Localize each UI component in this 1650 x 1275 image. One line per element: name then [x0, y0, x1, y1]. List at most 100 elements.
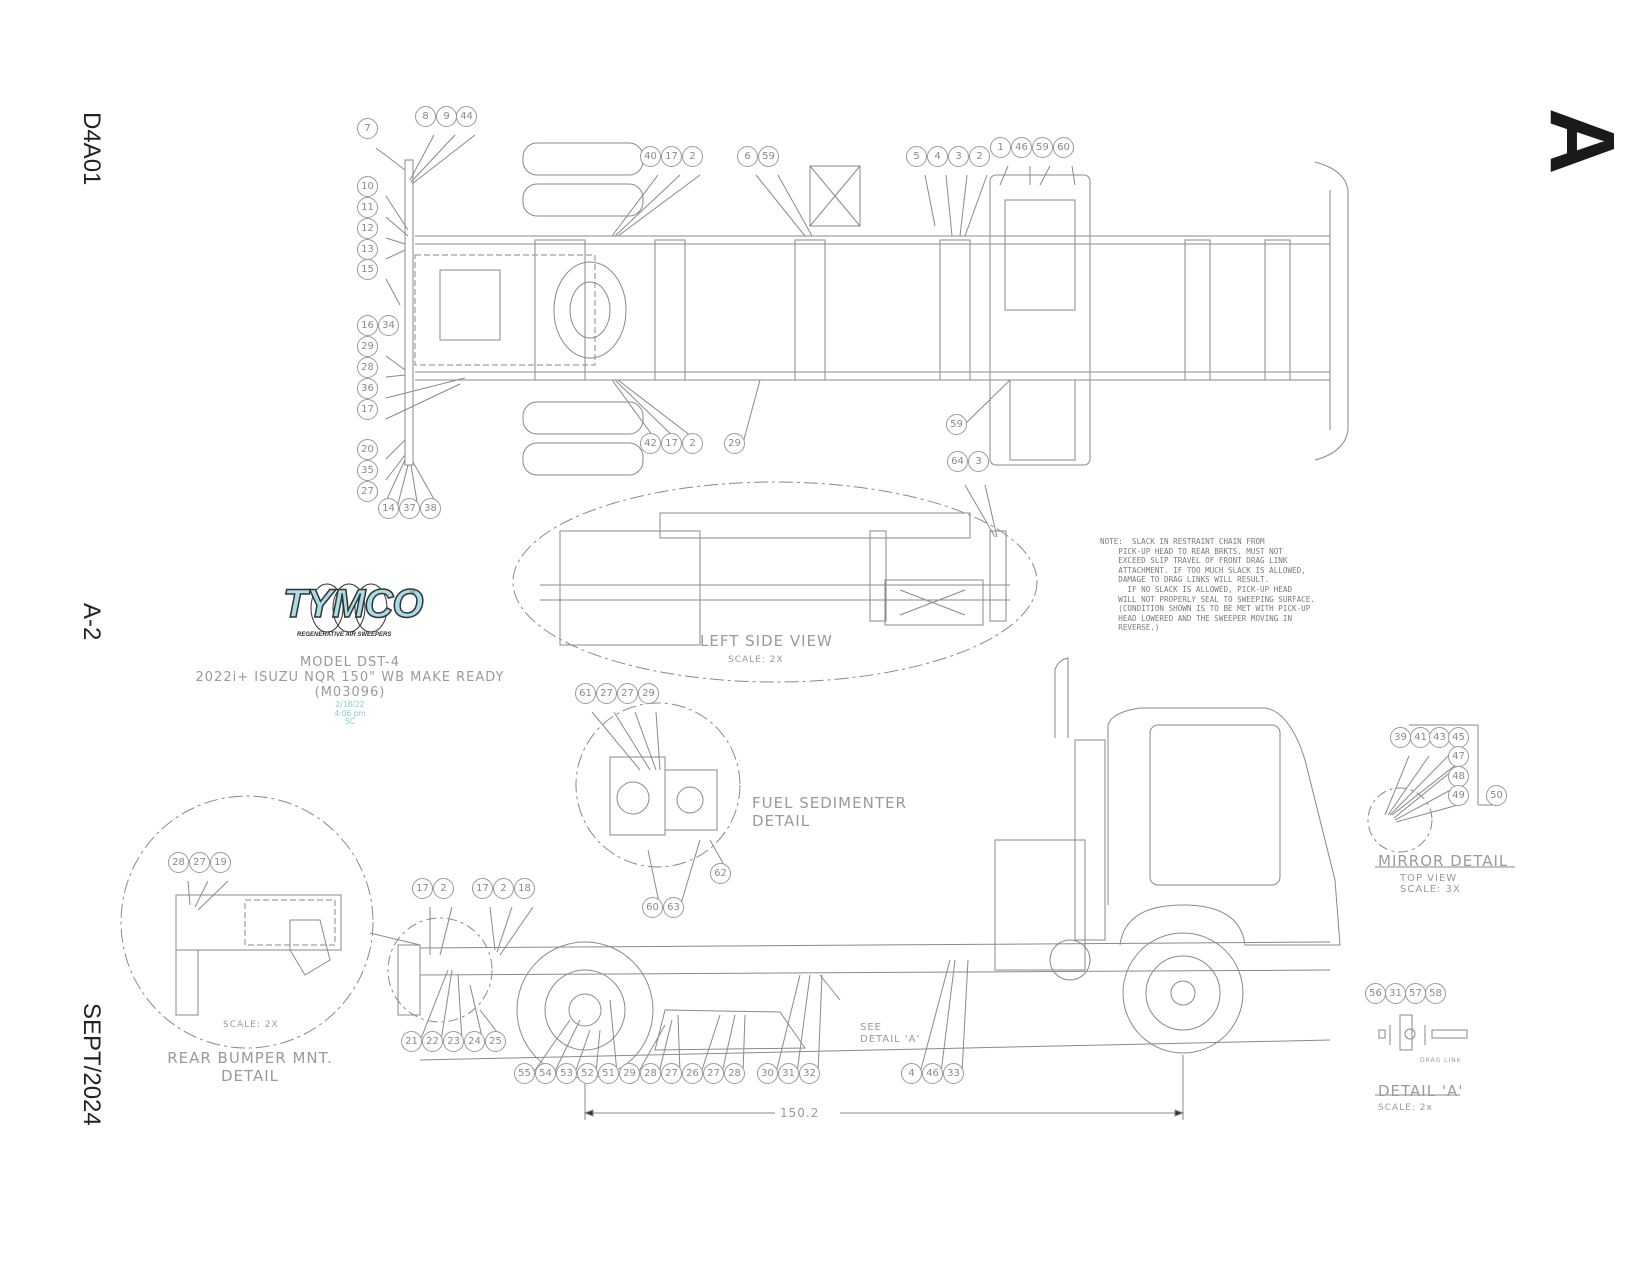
callout-balloon: 2	[682, 433, 703, 454]
callout-balloon: 40	[640, 146, 661, 167]
callout-balloon: 1	[990, 137, 1011, 158]
callout-balloon: 63	[663, 897, 684, 918]
callout-balloon: 50	[1486, 785, 1507, 806]
mirror-detail-title: MIRROR DETAIL	[1378, 852, 1509, 870]
callout-balloon: 31	[778, 1063, 799, 1084]
callout-balloon: 2	[969, 146, 990, 167]
fuel-title-line2: DETAIL	[752, 812, 811, 830]
callout-balloon: 3	[948, 146, 969, 167]
callout-balloon: 42	[640, 433, 661, 454]
callout-balloon: 49	[1448, 785, 1469, 806]
callout-balloon: 36	[357, 378, 378, 399]
callout-balloon: 13	[357, 239, 378, 260]
detail-a-ref: DETAIL 'A'	[860, 1034, 921, 1045]
callout-balloon: 30	[757, 1063, 778, 1084]
callout-balloon: 27	[661, 1063, 682, 1084]
callout-balloon: 2	[433, 878, 454, 899]
callout-balloon: 28	[724, 1063, 745, 1084]
callout-balloon: 60	[642, 897, 663, 918]
callout-balloon: 17	[412, 878, 433, 899]
callout-balloon: 17	[357, 399, 378, 420]
model-block: MODEL DST-4 2022i+ ISUZU NQR 150" WB MAK…	[190, 655, 510, 700]
callout-balloon: 62	[710, 863, 731, 884]
callout-balloon: 64	[947, 451, 968, 472]
rear-tire-top-left	[522, 142, 644, 176]
callout-balloon: 54	[535, 1063, 556, 1084]
callout-balloon: 18	[514, 878, 535, 899]
callout-balloon: 52	[577, 1063, 598, 1084]
callout-balloon: 43	[1429, 727, 1450, 748]
callout-balloon: 17	[661, 146, 682, 167]
callout-balloon: 31	[1385, 983, 1406, 1004]
callout-balloon: 17	[472, 878, 493, 899]
callout-balloon: 39	[1390, 727, 1411, 748]
tymco-logo: TYMCO ® REGENERATIVE AIR SWEEPERS	[275, 578, 424, 646]
callout-balloon: 28	[168, 852, 189, 873]
callout-balloon: 3	[968, 451, 989, 472]
fuel-title-line1: FUEL SEDIMENTER	[752, 794, 907, 812]
detail-a-scale: SCALE: 2x	[1378, 1103, 1433, 1113]
callout-balloon: 44	[456, 106, 477, 127]
callout-balloon: 20	[357, 439, 378, 460]
callout-balloon: 10	[357, 176, 378, 197]
stamp-time: 4:06 pm	[334, 708, 366, 718]
callout-balloon: 16	[357, 315, 378, 336]
callout-balloon: 2	[682, 146, 703, 167]
rear-bumper-title-line2: DETAIL	[220, 1067, 280, 1085]
callout-balloon: 33	[943, 1063, 964, 1084]
callout-balloon: 5	[906, 146, 927, 167]
logo-wordmark: TYMCO	[282, 581, 424, 627]
callout-balloon: 41	[1410, 727, 1431, 748]
model-description: 2022i+ ISUZU NQR 150" WB MAKE READY	[195, 670, 505, 685]
left-side-view-scale: SCALE: 2X	[728, 655, 784, 665]
callout-balloon: 59	[758, 146, 779, 167]
callout-balloon: 24	[464, 1031, 485, 1052]
callout-balloon: 59	[1032, 137, 1053, 158]
restraint-chain-note: NOTE: SLACK IN RESTRAINT CHAIN FROM PICK…	[1100, 537, 1315, 633]
callout-balloon: 32	[799, 1063, 820, 1084]
callout-balloon: 57	[1405, 983, 1426, 1004]
callout-balloon: 35	[357, 460, 378, 481]
callout-balloon: 4	[901, 1063, 922, 1084]
callout-balloon: 29	[638, 683, 659, 704]
callout-balloon: 6	[737, 146, 758, 167]
left-side-view-title: LEFT SIDE VIEW	[700, 632, 833, 650]
callout-balloon: 9	[436, 106, 457, 127]
detail-a-title: DETAIL 'A'	[1378, 1082, 1464, 1100]
callout-balloon: 2	[493, 878, 514, 899]
callout-balloon: 27	[189, 852, 210, 873]
callout-balloon: 15	[357, 259, 378, 280]
callout-balloon: 12	[357, 218, 378, 239]
see-label: SEE	[860, 1022, 882, 1033]
fuel-sedimenter-title: FUEL SEDIMENTER DETAIL	[752, 794, 907, 830]
callout-balloon: 34	[378, 315, 399, 336]
callout-balloon: 28	[640, 1063, 661, 1084]
callout-balloon: 53	[556, 1063, 577, 1084]
callout-balloon: 8	[415, 106, 436, 127]
callout-balloon: 17	[661, 433, 682, 454]
callout-balloon: 21	[401, 1031, 422, 1052]
callout-balloon: 29	[357, 336, 378, 357]
stamp-date: 2/18/22	[335, 700, 365, 709]
rear-bumper-scale: SCALE: 2X	[223, 1020, 279, 1030]
model-name: MODEL DST-4	[299, 655, 401, 670]
drag-link-label: DRAG LINK	[1420, 1057, 1462, 1064]
rear-bumper-title: REAR BUMPER MNT. DETAIL	[140, 1049, 360, 1085]
callout-balloon: 29	[724, 433, 745, 454]
callout-balloon: 58	[1425, 983, 1446, 1004]
callout-balloon: 27	[617, 683, 638, 704]
callout-balloon: 7	[357, 118, 378, 139]
callout-balloon: 22	[422, 1031, 443, 1052]
callout-balloon: 4	[927, 146, 948, 167]
mirror-top-view: TOP VIEW	[1400, 873, 1458, 884]
callout-balloon: 38	[420, 498, 441, 519]
mirror-scale: SCALE: 3X	[1400, 884, 1461, 895]
callout-balloon: 14	[378, 498, 399, 519]
callout-balloon: 25	[485, 1031, 506, 1052]
callout-balloon: 37	[399, 498, 420, 519]
callout-balloon: 46	[1011, 137, 1032, 158]
callout-balloon: 59	[946, 414, 967, 435]
mirror-detail-sub: TOP VIEW SCALE: 3X	[1400, 873, 1461, 895]
callout-balloon: 60	[1053, 137, 1074, 158]
